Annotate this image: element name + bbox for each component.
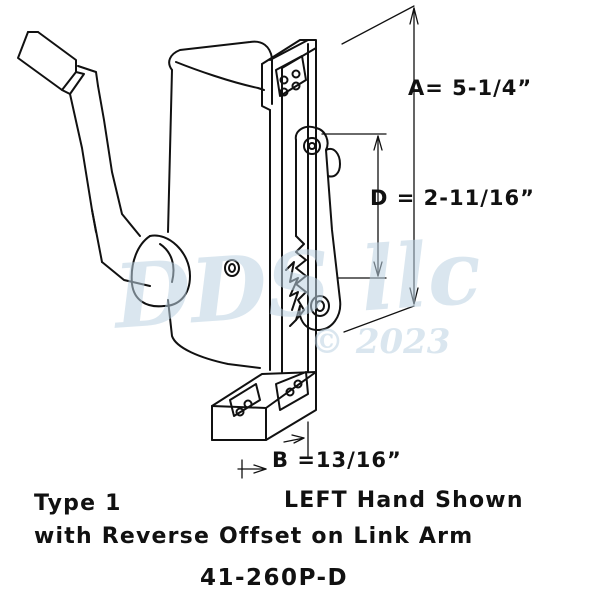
dimension-d-lines <box>321 133 387 279</box>
dimension-b-label: B =13/16” <box>272 448 402 472</box>
watermark-year: © 2023 <box>310 322 451 362</box>
mounting-flange <box>261 39 317 373</box>
offset-caption: with Reverse Offset on Link Arm <box>34 524 474 549</box>
dimension-a-lines <box>341 5 419 333</box>
crank-handle <box>17 31 151 287</box>
type-caption: Type 1 <box>34 491 122 516</box>
crank-hub <box>130 234 191 308</box>
housing <box>167 40 273 369</box>
dimension-d-label: D = 2-11/16” <box>370 186 535 210</box>
dimension-b-lines <box>237 421 309 479</box>
dimension-a-label: A= 5-1/4” <box>408 76 533 100</box>
foot-plate <box>211 371 317 441</box>
hand-caption: LEFT Hand Shown <box>284 488 524 513</box>
link-arm <box>285 125 342 331</box>
part-number: 41-260P-D <box>200 565 349 591</box>
